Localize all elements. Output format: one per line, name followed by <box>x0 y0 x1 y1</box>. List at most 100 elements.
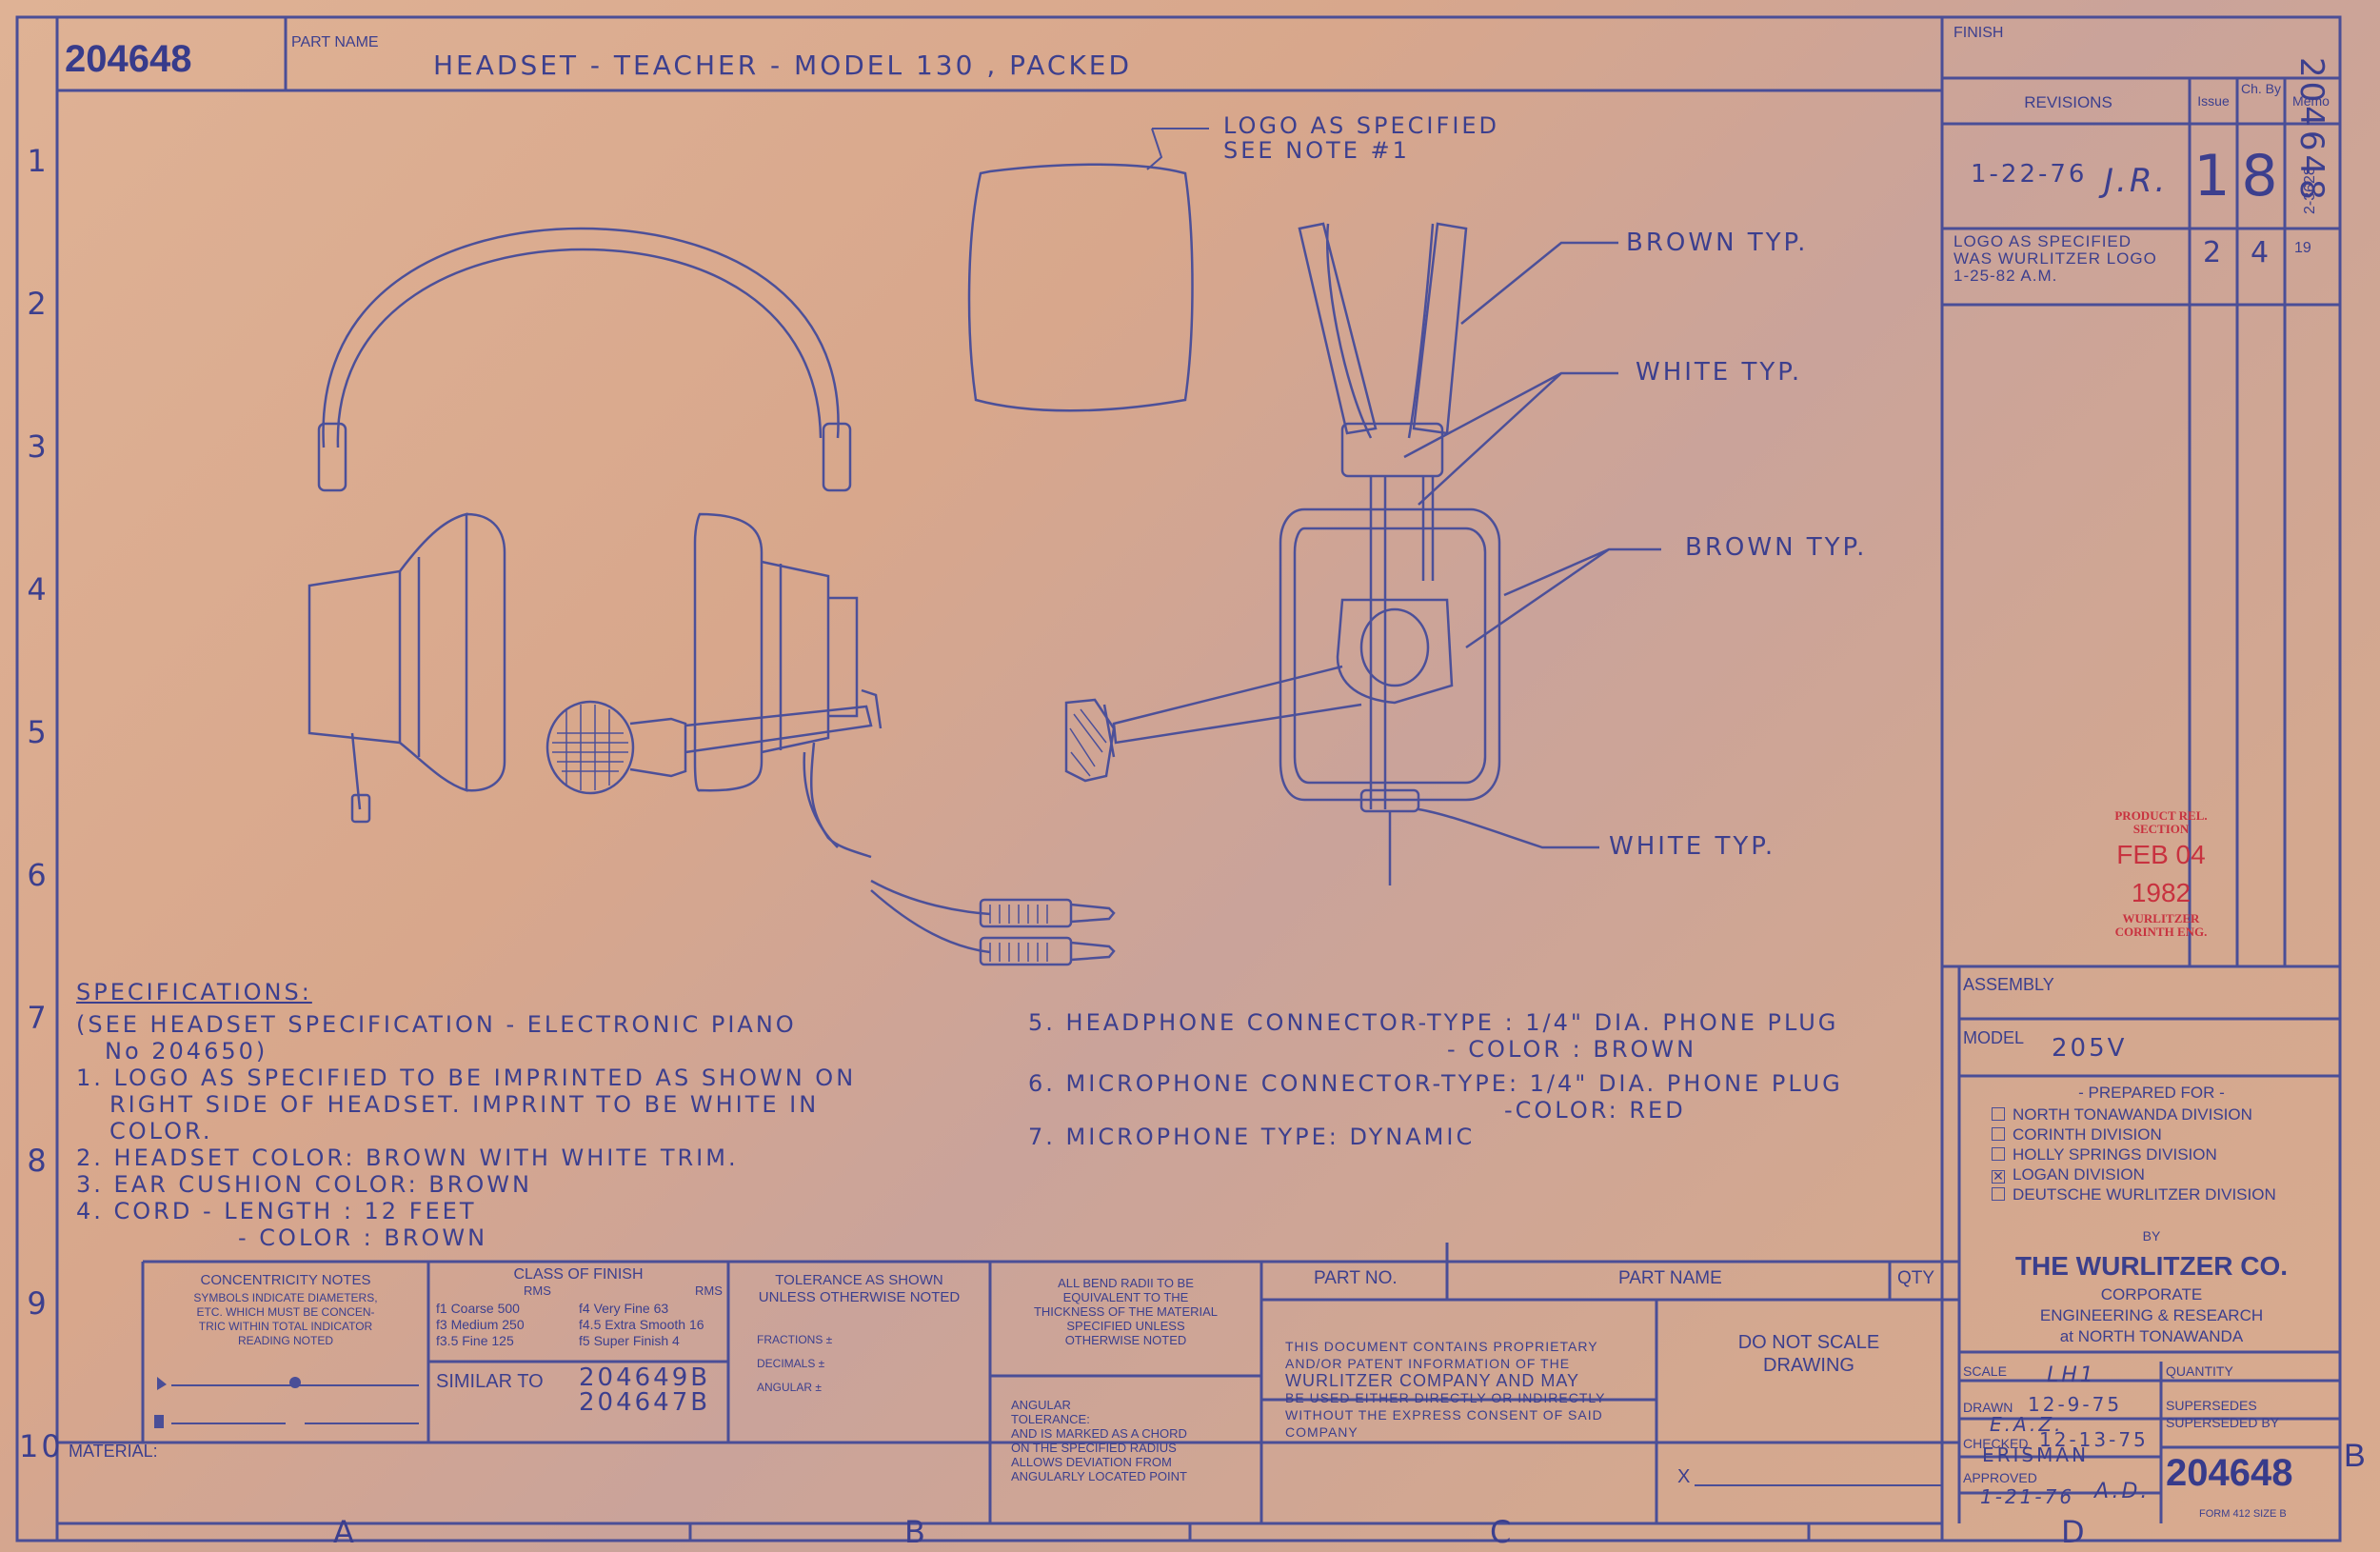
conc-line: TRIC WITHIN TOTAL INDICATOR <box>198 1320 373 1333</box>
spec-line: 5. HEADPHONE CONNECTOR-TYPE : 1/4" DIA. … <box>1028 1009 1839 1036</box>
angular-tolerance-note: ANGULAR TOLERANCE: AND IS MARKED AS A CH… <box>1011 1398 1187 1483</box>
corp-line1: CORPORATE <box>2100 1285 2203 1303</box>
row-number: 10 <box>19 1428 64 1464</box>
checkbox-checked[interactable]: ✕ <box>1992 1168 2005 1184</box>
spec-line: - COLOR : BROWN <box>1447 1036 1697 1063</box>
bend-line: THICKNESS OF THE MATERIAL <box>1033 1304 1219 1319</box>
prop-line: WITHOUT THE EXPRESS CONSENT OF SAID <box>1285 1407 1603 1423</box>
approved-date: 1-21-76 <box>1980 1485 2075 1508</box>
approved-label: APPROVED <box>1963 1470 2037 1485</box>
rev2-line2: WAS WURLITZER LOGO <box>1954 249 2157 268</box>
chby-header: Ch. By <box>2240 81 2281 96</box>
row-number: 3 <box>27 428 50 465</box>
model-label: MODEL <box>1963 1028 2025 1047</box>
bend-line: OTHERWISE NOTED <box>1064 1333 1187 1347</box>
front-view-headset <box>307 227 1116 966</box>
rev1-by: 8 <box>2241 143 2281 209</box>
proprietary-notice: THIS DOCUMENT CONTAINS PROPRIETARY AND/O… <box>1285 1338 1606 1441</box>
checkbox[interactable] <box>1992 1107 2005 1121</box>
stamp-date: FEB 04 1982 <box>2116 840 2206 907</box>
spec-line: 7. MICROPHONE TYPE: DYNAMIC <box>1028 1124 1476 1150</box>
similar-to-2: 204647B <box>579 1388 711 1417</box>
ang-line: AND IS MARKED AS A CHORD <box>1011 1426 1187 1441</box>
spec-line: 2. HEADSET COLOR: BROWN WITH WHITE TRIM. <box>76 1144 739 1171</box>
part-name-label: PART NAME <box>291 34 379 50</box>
rev1-memo: 2-3628 <box>2302 167 2318 214</box>
fractions: FRACTIONS ± <box>757 1333 833 1346</box>
decimals: DECIMALS ± <box>757 1357 825 1370</box>
stamp-line1: PRODUCT REL. <box>2114 808 2208 823</box>
row-number: 6 <box>27 857 50 893</box>
spec-heading: SPECIFICATIONS: <box>76 979 312 1005</box>
drawn-date: 12-9-75 <box>2028 1393 2123 1416</box>
division-row[interactable]: DEUTSCHE WURLITZER DIVISION <box>1992 1184 2276 1204</box>
x-label: X <box>1677 1466 1691 1487</box>
side-view-headset <box>1064 222 1661 885</box>
specifications-right: 5. HEADPHONE CONNECTOR-TYPE : 1/4" DIA. … <box>1028 1009 1843 1150</box>
rev2-line1: LOGO AS SPECIFIED <box>1954 232 2132 250</box>
part-name-header: PART NAME <box>1618 1268 1722 1288</box>
dns-line: DO NOT SCALE <box>1737 1332 1880 1353</box>
drawn-label: DRAWN <box>1963 1400 2013 1415</box>
spec-line: RIGHT SIDE OF HEADSET. IMPRINT TO BE WHI… <box>109 1091 820 1118</box>
bend-line: SPECIFIED UNLESS <box>1066 1319 1185 1333</box>
spec-line: 3. EAR CUSHION COLOR: BROWN <box>76 1171 532 1198</box>
col-letter-a: A <box>333 1514 357 1550</box>
stamp-line2: SECTION <box>2132 822 2190 836</box>
finish-right-col: f4 Very Fine 63 f4.5 Extra Smooth 16 f5 … <box>579 1301 704 1349</box>
row-number: 5 <box>27 714 50 750</box>
division-row[interactable]: CORINTH DIVISION <box>1992 1124 2276 1144</box>
spec-line: - COLOR : BROWN <box>238 1224 488 1251</box>
row-number: 1 <box>27 143 50 179</box>
checkbox[interactable] <box>1992 1147 2005 1161</box>
finish-row: f4 Very Fine 63 <box>579 1301 669 1316</box>
form-label: FORM 412 SIZE B <box>2199 1508 2287 1520</box>
conc-line: READING NOTED <box>237 1334 333 1347</box>
checked-date: 12-13-75 <box>2039 1428 2149 1451</box>
rev1-initials: J.R. <box>2104 162 2169 200</box>
col-letter-d: D <box>2061 1514 2088 1550</box>
do-not-scale: DO NOT SCALE DRAWING <box>1656 1331 1961 1377</box>
corp-line2: ENGINEERING & RESEARCH <box>2039 1306 2264 1324</box>
checkbox[interactable] <box>1992 1127 2005 1141</box>
scale-label: SCALE <box>1963 1363 2007 1379</box>
division-row[interactable]: HOLLY SPRINGS DIVISION <box>1992 1144 2276 1164</box>
logo-square <box>967 163 1194 412</box>
spec-line: -COLOR: RED <box>1504 1097 1686 1124</box>
memo-header: Memo <box>2292 93 2330 109</box>
conc-line: SYMBOLS INDICATE DIAMETERS, <box>193 1291 378 1304</box>
division-list: NORTH TONAWANDA DIVISION CORINTH DIVISIO… <box>1992 1104 2276 1204</box>
bend-line: EQUIVALENT TO THE <box>1062 1290 1189 1304</box>
finish-label: FINISH <box>1954 25 2004 41</box>
prepared-for: - PREPARED FOR - <box>2078 1084 2225 1102</box>
stamp: PRODUCT REL. SECTION FEB 04 1982 WURLITZ… <box>2090 809 2232 939</box>
ang-line: ON THE SPECIFIED RADIUS <box>1011 1441 1177 1455</box>
col-letter-b: B <box>904 1514 928 1550</box>
callout-white-2: WHITE TYP. <box>1609 832 1776 861</box>
division-row[interactable]: ✕LOGAN DIVISION <box>1992 1165 2145 1184</box>
conc-line: ETC. WHICH MUST BE CONCEN- <box>196 1305 375 1319</box>
finish-row: f1 Coarse 500 <box>436 1301 520 1316</box>
row-number: 4 <box>27 571 50 607</box>
bend-radii-note: ALL BEND RADII TO BE EQUIVALENT TO THE T… <box>990 1276 1261 1347</box>
rev2-memo: 19 <box>2294 240 2311 256</box>
stamp-line4: CORINTH ENG. <box>2114 925 2208 939</box>
approved-by: A.D. <box>2094 1480 2151 1503</box>
stamp-line3: WURLITZER <box>2122 911 2200 925</box>
similar-to-1: 204649B <box>579 1363 711 1392</box>
prop-line: AND/OR PATENT INFORMATION OF THE <box>1285 1356 1571 1371</box>
rev2-by: 4 <box>2250 236 2272 269</box>
checkbox[interactable] <box>1992 1187 2005 1201</box>
ang-line: ANGULARLY LOCATED POINT <box>1011 1469 1187 1483</box>
prop-line: COMPANY <box>1285 1424 1359 1440</box>
spec-line: 4. CORD - LENGTH : 12 FEET <box>76 1198 477 1224</box>
ang-line: ANGULAR <box>1011 1398 1071 1412</box>
model-value: 205V <box>2052 1034 2128 1063</box>
tolerance-title-2: UNLESS OTHERWISE NOTED <box>758 1289 961 1305</box>
spec-line: COLOR. <box>109 1118 213 1144</box>
part-name: HEADSET - TEACHER - MODEL 130 , PACKED <box>433 50 1133 81</box>
division-row[interactable]: NORTH TONAWANDA DIVISION <box>1992 1104 2276 1124</box>
rev1-issue: 1 <box>2193 143 2233 209</box>
finish-left-col: f1 Coarse 500 f3 Medium 250 f3.5 Fine 12… <box>436 1301 525 1349</box>
